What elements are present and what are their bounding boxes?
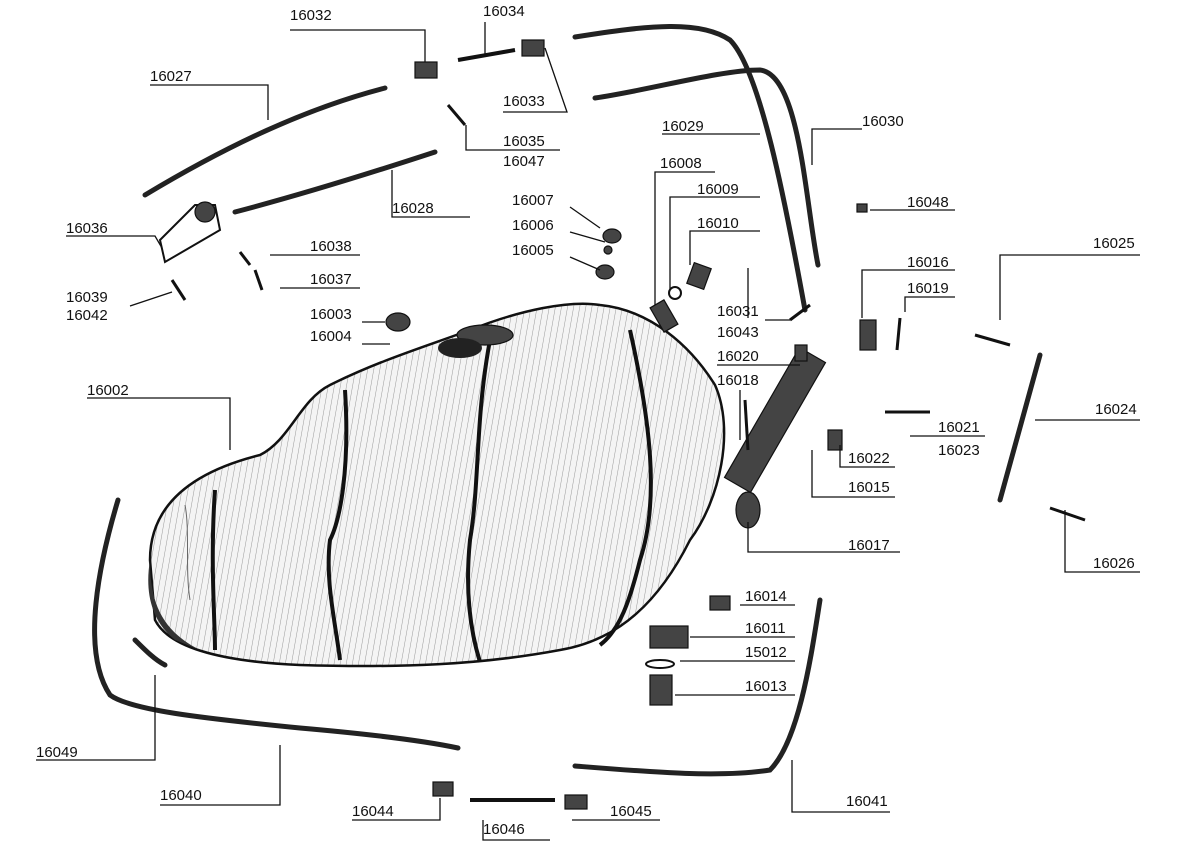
part-label: 16004 bbox=[310, 328, 352, 345]
small-parts bbox=[158, 39, 1086, 810]
part-label: 16031 bbox=[717, 303, 759, 320]
part-label: 16028 bbox=[392, 200, 434, 217]
part-label: 16040 bbox=[160, 787, 202, 804]
part-labels: 16032 16034 16027 16033 16035 16047 1602… bbox=[36, 3, 1137, 838]
part-label: 16046 bbox=[483, 821, 525, 838]
part-label: 16042 bbox=[66, 307, 108, 324]
part-label: 16018 bbox=[717, 372, 759, 389]
part-label: 16034 bbox=[483, 3, 525, 20]
part-label: 16002 bbox=[87, 382, 129, 399]
part-label: 16020 bbox=[717, 348, 759, 365]
part-label: 16010 bbox=[697, 215, 739, 232]
part-label: 16043 bbox=[717, 324, 759, 341]
part-label: 16016 bbox=[907, 254, 949, 271]
part-label: 16024 bbox=[1095, 401, 1137, 418]
part-label: 16049 bbox=[36, 744, 78, 761]
part-label: 16006 bbox=[512, 217, 554, 234]
part-label: 16038 bbox=[310, 238, 352, 255]
part-label: 16027 bbox=[150, 68, 192, 85]
leader-lines bbox=[36, 22, 1140, 841]
part-label: 16011 bbox=[745, 620, 786, 637]
part-label: 16022 bbox=[848, 450, 890, 467]
part-label: 16005 bbox=[512, 242, 554, 259]
part-label: 16013 bbox=[745, 678, 787, 695]
part-label: 16008 bbox=[660, 155, 702, 172]
part-label: 16045 bbox=[610, 803, 652, 820]
part-label: 16015 bbox=[848, 479, 890, 496]
part-label: 16036 bbox=[66, 220, 108, 237]
part-label: 16021 bbox=[938, 419, 980, 436]
part-label: 16014 bbox=[745, 588, 787, 605]
part-label: 16025 bbox=[1093, 235, 1135, 252]
part-label: 16033 bbox=[503, 93, 545, 110]
part-label: 16007 bbox=[512, 192, 554, 209]
part-label: 16048 bbox=[907, 194, 949, 211]
fuel-tank-illustration bbox=[148, 302, 726, 668]
part-label: 16009 bbox=[697, 181, 739, 198]
part-label: 16041 bbox=[846, 793, 888, 810]
part-label: 15012 bbox=[745, 644, 787, 661]
part-label: 16037 bbox=[310, 271, 352, 288]
part-label: 16044 bbox=[352, 803, 394, 820]
part-label: 16023 bbox=[938, 442, 980, 459]
part-label: 16047 bbox=[503, 153, 545, 170]
part-label: 16030 bbox=[862, 113, 904, 130]
part-label: 16029 bbox=[662, 118, 704, 135]
part-label: 16032 bbox=[290, 7, 332, 24]
part-label: 16026 bbox=[1093, 555, 1135, 572]
part-label: 16039 bbox=[66, 289, 108, 306]
part-label: 16035 bbox=[503, 133, 545, 150]
part-label: 16003 bbox=[310, 306, 352, 323]
pipe-illustrations bbox=[92, 24, 1043, 777]
part-label: 16019 bbox=[907, 280, 949, 297]
part-label: 16017 bbox=[848, 537, 890, 554]
